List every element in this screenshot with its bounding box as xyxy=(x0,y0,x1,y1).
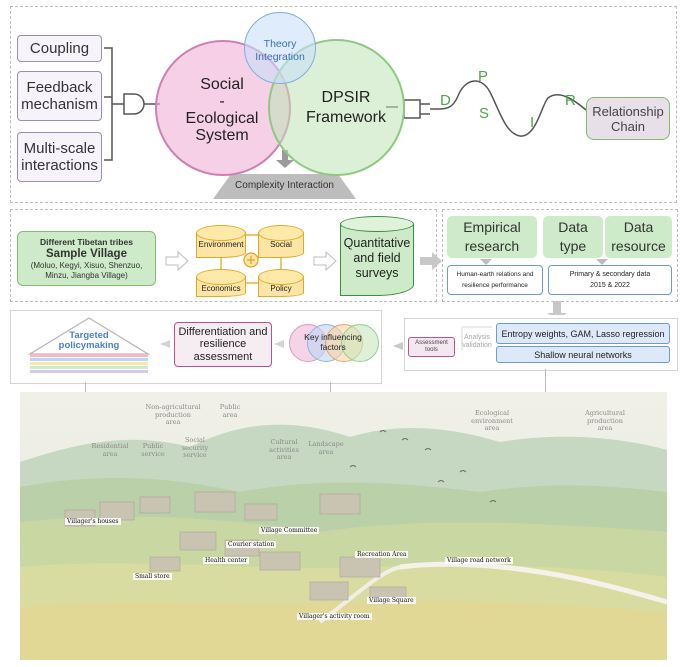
sample-village-box: Different Tibetan tribes Sample Village … xyxy=(17,231,156,286)
dpsir-label: DPSIR Framework xyxy=(305,89,386,126)
feedback-label: Feedback mechanism xyxy=(21,79,98,113)
multiscale-box: Multi-scale interactions xyxy=(17,132,102,182)
policymaking-pyramid xyxy=(27,317,151,373)
entropy-label: Entropy weights, GAM, Lasso regression xyxy=(501,328,665,339)
area-label-agricultural: Agricultural production area xyxy=(585,409,625,432)
area-label-public-service: Public service xyxy=(141,442,165,458)
row3-arrows xyxy=(160,326,492,350)
place-label-road-network: Village road network xyxy=(445,557,513,564)
row3-right-frame xyxy=(404,318,678,371)
middle-left-frame xyxy=(10,209,437,302)
place-label-small-store: Small store xyxy=(133,573,172,580)
analysis-validation-label: Analysis validation xyxy=(462,334,492,349)
key-factors-label: Key influencing factors xyxy=(304,332,362,352)
surveys-cylinder: Quantitative and field surveys xyxy=(340,216,414,296)
social-cylinder: Social xyxy=(258,225,304,258)
place-label-village-committee: Village Committee xyxy=(259,527,320,534)
economics-label: Economics xyxy=(201,284,241,293)
relationship-chain-label: Relationship Chain xyxy=(592,103,664,134)
empirical-label: Empirical research xyxy=(463,219,521,254)
coupling-box: Coupling xyxy=(17,35,102,62)
primary-data-label: Primary & secondary data 2015 & 2022 xyxy=(569,271,651,289)
policymaking-label: Targeted policymaking xyxy=(58,330,120,351)
area-label-non-agricultural: Non-agricultural production area xyxy=(145,403,201,426)
place-label-village-square: Village Square xyxy=(367,597,416,604)
area-label-ecological: Ecological environment area xyxy=(471,409,513,432)
theory-circle xyxy=(244,12,316,84)
villages-label: (Moluo, Kegyi, Xisuo, Shenzuo, Minzu, Ji… xyxy=(30,260,143,280)
letter-r: R xyxy=(565,92,576,109)
feedback-box: Feedback mechanism xyxy=(17,71,102,121)
place-label-courier-station: Courier station xyxy=(226,541,277,548)
letter-s: S xyxy=(479,105,490,122)
place-label-villagers-houses: Villager's houses xyxy=(65,518,121,525)
environment-cylinder: Environment xyxy=(196,225,246,258)
policy-cylinder: Policy xyxy=(258,269,304,297)
assessment-tools-box: Assessment tools xyxy=(408,337,455,357)
complexity-label: Complexity Interaction xyxy=(235,180,334,191)
economics-cylinder: Economics xyxy=(196,269,246,297)
quant-label: Quantitative and field surveys xyxy=(343,236,411,280)
data-resource-box: Data resource xyxy=(605,216,672,258)
diff-assessment-label: Differentiation and resilience assessmen… xyxy=(178,325,268,363)
entropy-box: Entropy weights, GAM, Lasso regression xyxy=(496,323,670,344)
data-type-label: Data type xyxy=(558,219,588,254)
middle-arrows xyxy=(165,234,608,315)
place-label-recreation-area: Recreation Area xyxy=(355,551,409,558)
connector-line xyxy=(545,369,546,392)
diff-assessment-box: Differentiation and resilience assessmen… xyxy=(174,322,272,367)
environment-label: Environment xyxy=(198,240,244,249)
area-label-public-area: Public area xyxy=(219,403,241,419)
sample-village-label: Sample Village xyxy=(46,247,127,260)
data-resource-label: Data resource xyxy=(611,219,666,254)
theory-label: Theory Integration xyxy=(255,38,305,63)
letter-d: D xyxy=(440,92,451,109)
multiscale-label: Multi-scale interactions xyxy=(21,140,98,174)
area-label-residential: Residential area xyxy=(91,442,129,458)
shallow-nn-box: Shallow neural networks xyxy=(496,346,670,363)
area-label-social-security: Social security service xyxy=(181,436,209,459)
factor-circle-green xyxy=(341,324,379,362)
relationship-chain-box: Relationship Chain xyxy=(586,97,670,140)
social-label: Social xyxy=(270,240,292,249)
social-ecological-label: Social - Ecological System xyxy=(185,76,259,144)
human-earth-box: Human-earth relations and resilience per… xyxy=(447,265,543,295)
area-label-landscape: Landscape area xyxy=(308,440,344,456)
connector-line xyxy=(85,382,86,392)
row3-left-frame xyxy=(10,310,382,384)
assessment-tools-label: Assessment tools xyxy=(415,340,448,353)
top-section-frame xyxy=(10,6,677,203)
primary-data-box: Primary & secondary data 2015 & 2022 xyxy=(548,265,672,295)
tribes-label: Different Tibetan tribes xyxy=(40,236,133,247)
coupling-label: Coupling xyxy=(29,40,90,57)
top-connectors xyxy=(104,47,587,199)
letter-p: P xyxy=(478,68,489,85)
shallow-nn-label: Shallow neural networks xyxy=(534,349,632,360)
letter-i: I xyxy=(530,114,535,131)
place-label-health-center: Health center xyxy=(203,557,250,564)
empirical-research-box: Empirical research xyxy=(447,216,537,258)
policy-label: Policy xyxy=(270,284,292,293)
area-label-cultural: Cultural activities area xyxy=(269,438,299,461)
human-earth-label: Human-earth relations and resilience per… xyxy=(456,271,534,289)
landscape-drawing xyxy=(20,392,667,660)
place-label-activity-room: Villager's activity room xyxy=(297,613,372,620)
data-type-box: Data type xyxy=(543,216,603,258)
connector-line xyxy=(330,382,331,392)
